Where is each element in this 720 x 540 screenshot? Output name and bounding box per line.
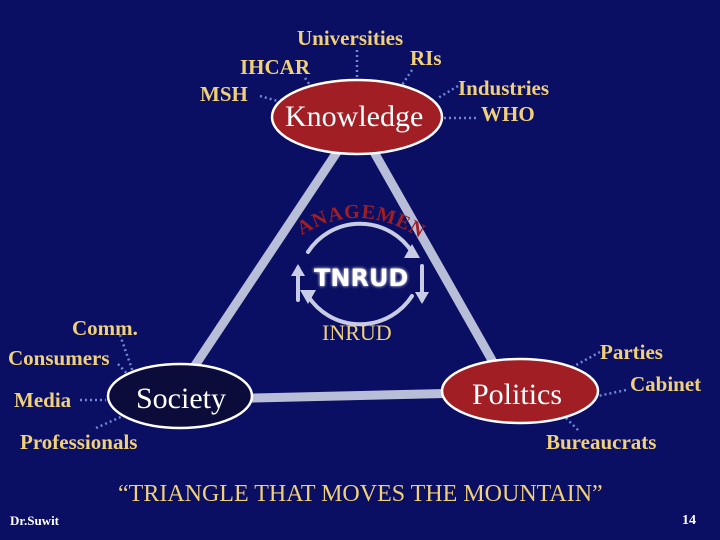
label-ihcar: IHCAR: [240, 55, 311, 79]
label-parties: Parties: [600, 340, 663, 364]
arrowhead-right: [415, 292, 429, 304]
tnrud-label: TNRUD: [314, 264, 409, 292]
cycle-arrow-top: [306, 221, 414, 254]
page-number: 14: [682, 513, 696, 528]
politics-node-label: Politics: [472, 378, 563, 411]
connector-consumers: [117, 363, 134, 381]
label-msh: MSH: [200, 82, 248, 106]
triangle-edge-right: [352, 117, 515, 397]
connector-comm: [118, 334, 135, 373]
label-bureaucrats: Bureaucrats: [546, 430, 657, 454]
author: Dr.Suwit: [10, 513, 60, 528]
knowledge-node: [270, 78, 444, 156]
label-ris: RIs: [410, 46, 442, 70]
inrud-label: INRUD: [322, 320, 392, 345]
label-media: Media: [14, 388, 72, 412]
arrowhead-left: [291, 264, 305, 276]
label-universities: Universities: [297, 26, 404, 50]
triangle-frame: [167, 117, 515, 405]
connector-professionals: [95, 410, 133, 430]
knowledge-node-label: Knowledge: [285, 100, 424, 133]
label-cabinet: Cabinet: [630, 372, 702, 396]
society-node-label: Society: [136, 382, 226, 415]
connector-cabinet: [597, 388, 627, 398]
slogan: “TRIANGLE THAT MOVES THE MOUNTAIN”: [118, 481, 603, 507]
label-who: WHO: [481, 102, 535, 126]
politics-node: [440, 357, 600, 425]
connector-industries: [437, 84, 459, 100]
label-comm: Comm.: [72, 316, 138, 340]
arrowhead-top-right: [404, 244, 420, 258]
society-node: [106, 362, 254, 430]
cycle-arrow-bottom: [306, 294, 414, 327]
cycle-arrowheads: [291, 244, 429, 304]
label-professionals: Professionals: [20, 430, 138, 454]
label-consumers: Consumers: [8, 346, 110, 370]
connector-ris: [398, 69, 414, 89]
arrowhead-bottom-left: [300, 290, 316, 304]
triangle-edge-left: [167, 117, 362, 405]
label-industries: Industries: [458, 76, 550, 100]
